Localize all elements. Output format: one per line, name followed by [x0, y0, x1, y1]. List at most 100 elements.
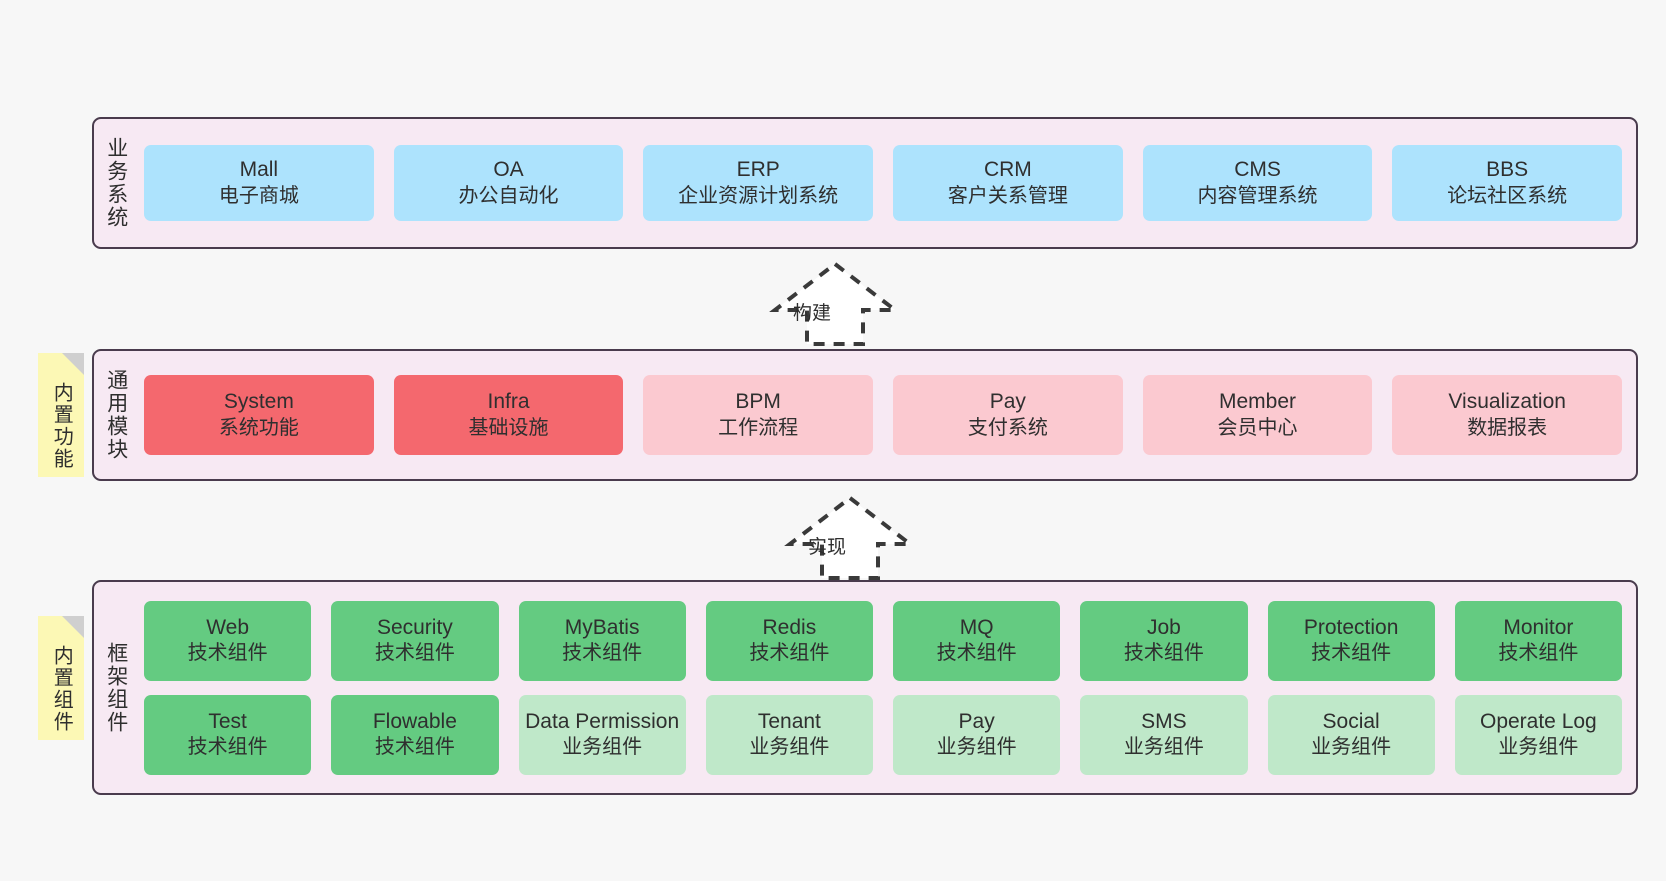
implement-arrow: 实现	[770, 492, 930, 582]
card-title-en: OA	[493, 158, 524, 182]
build-arrow-shape	[769, 261, 901, 346]
card-subtitle-cn: 技术组件	[187, 736, 268, 759]
card-subtitle-cn: 业务组件	[1498, 736, 1579, 759]
card-title-en: Protection	[1303, 615, 1399, 639]
card-subtitle-cn: 电子商城	[218, 184, 299, 207]
card-title-en: SMS	[1141, 709, 1187, 733]
card-subtitle-cn: 技术组件	[936, 642, 1017, 665]
framework-technical-card-web[interactable]: Web 技术组件	[144, 600, 312, 681]
card-subtitle-cn: 论坛社区系统	[1447, 184, 1568, 207]
card-title-en: System	[223, 390, 294, 414]
card-title-en: CMS	[1234, 158, 1281, 182]
card-title-en: Member	[1219, 390, 1297, 414]
card-subtitle-cn: 业务组件	[936, 736, 1017, 759]
card-title-en: Pay	[958, 709, 995, 733]
card-title-en: Infra	[487, 390, 530, 414]
card-title-en: Flowable	[372, 709, 457, 733]
framework-business-card-flowable[interactable]: Flowable 技术组件	[331, 694, 499, 775]
card-title-en: Pay	[989, 390, 1026, 414]
card-subtitle-cn: 办公自动化	[458, 184, 559, 207]
card-title-en: Tenant	[757, 709, 821, 733]
build-arrow-label: 构建	[793, 303, 832, 324]
card-subtitle-cn: 基础设施	[468, 416, 549, 439]
framework-technical-card-mybatis[interactable]: MyBatis 技术组件	[518, 600, 686, 681]
build-arrow: 构建	[755, 258, 915, 348]
sticky-note-builtin-features: 内置功能	[38, 353, 84, 477]
card-subtitle-cn: 工作流程	[718, 416, 799, 439]
card-title-en: Mall	[239, 158, 279, 182]
card-subtitle-cn: 技术组件	[374, 642, 455, 665]
sticky-note-builtin-components-label: 内置组件	[50, 645, 73, 733]
framework-business-card-pay[interactable]: Pay 业务组件	[893, 694, 1061, 775]
framework-business-card-social[interactable]: Social 业务组件	[1267, 694, 1435, 775]
framework-component-layer-title: 框架组件	[104, 641, 128, 734]
card-subtitle-cn: 技术组件	[749, 642, 830, 665]
card-title-en: MyBatis	[564, 615, 640, 639]
card-subtitle-cn: 技术组件	[374, 736, 455, 759]
card-title-en: Redis	[762, 615, 817, 639]
card-title-en: Security	[376, 615, 453, 639]
card-title-en: CRM	[983, 158, 1032, 182]
framework-technical-card-protection[interactable]: Protection 技术组件	[1267, 600, 1435, 681]
card-subtitle-cn: 客户关系管理	[947, 184, 1068, 207]
common-module-layer-title: 通用模块	[104, 369, 128, 461]
framework-business-card-tenant[interactable]: Tenant 业务组件	[705, 694, 873, 775]
card-title-en: Web	[206, 615, 250, 639]
card-title-en: BPM	[735, 390, 781, 414]
business-system-layer-title: 业务系统	[104, 137, 128, 229]
card-title-en: Visualization	[1448, 390, 1566, 414]
sticky-note-builtin-components: 内置组件	[38, 616, 84, 740]
sticky-note-builtin-features-label: 内置功能	[50, 382, 73, 470]
card-subtitle-cn: 支付系统	[967, 416, 1048, 439]
card-title-en: ERP	[736, 158, 780, 182]
card-subtitle-cn: 业务组件	[749, 736, 830, 759]
card-title-en: Monitor	[1503, 615, 1574, 639]
card-subtitle-cn: 数据报表	[1467, 416, 1548, 439]
card-subtitle-cn: 技术组件	[562, 642, 643, 665]
card-title-en: Test	[208, 709, 247, 733]
card-subtitle-cn: 技术组件	[187, 642, 268, 665]
card-title-en: Social	[1322, 709, 1380, 733]
card-title-en: BBS	[1486, 158, 1529, 182]
card-subtitle-cn: 内容管理系统	[1197, 184, 1318, 207]
card-subtitle-cn: 会员中心	[1217, 416, 1298, 439]
card-title-en: MQ	[959, 615, 994, 639]
framework-technical-card-redis[interactable]: Redis 技术组件	[705, 600, 873, 681]
card-title-en: Job	[1146, 615, 1181, 639]
card-subtitle-cn: 技术组件	[1498, 642, 1579, 665]
framework-technical-card-monitor[interactable]: Monitor 技术组件	[1454, 600, 1622, 681]
framework-technical-card-security[interactable]: Security 技术组件	[331, 600, 499, 681]
framework-business-card-test[interactable]: Test 技术组件	[144, 694, 312, 775]
card-subtitle-cn: 技术组件	[1311, 642, 1392, 665]
framework-technical-card-mq[interactable]: MQ 技术组件	[893, 600, 1061, 681]
card-subtitle-cn: 系统功能	[218, 416, 299, 439]
card-subtitle-cn: 业务组件	[562, 736, 643, 759]
card-subtitle-cn: 业务组件	[1311, 736, 1392, 759]
